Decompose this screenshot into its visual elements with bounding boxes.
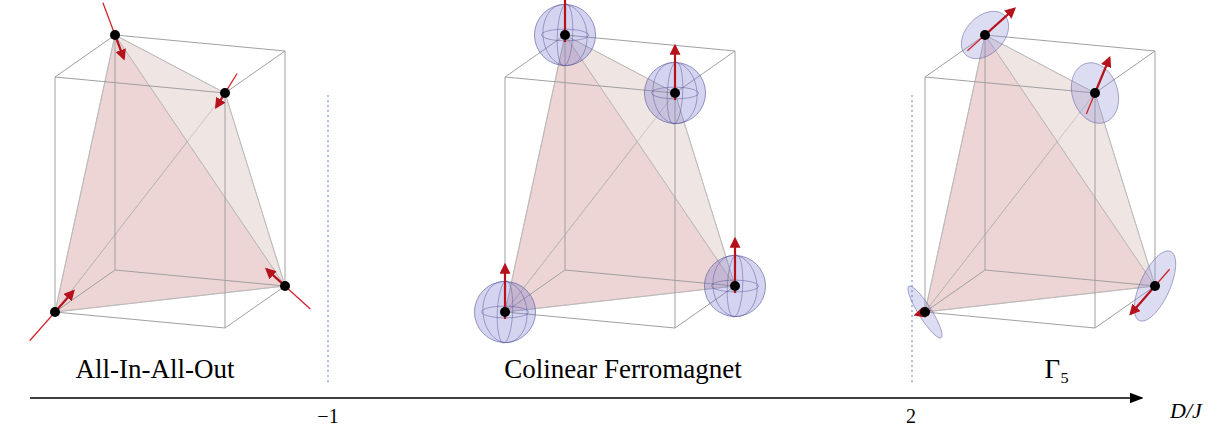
cube-edge	[285, 51, 286, 286]
cube-edge	[1155, 51, 1156, 286]
cube-edge	[985, 35, 1155, 51]
spin-arrow	[1095, 58, 1109, 93]
phase-boundary	[912, 95, 913, 385]
cube-edge	[115, 35, 116, 270]
tetrahedron-face	[505, 35, 735, 312]
easy-plane-disc	[908, 286, 942, 338]
site-dot	[670, 88, 680, 98]
cube-edge	[225, 286, 285, 328]
sphere-meridian	[652, 87, 699, 99]
cube-edge	[925, 77, 1095, 93]
axis-label: D/J	[1170, 399, 1202, 423]
site-dot	[50, 307, 60, 317]
all-in-all-out-figure	[30, 3, 311, 341]
phase-name: Colinear Ferromagnet	[504, 355, 742, 385]
cube-edge	[565, 35, 566, 270]
tick-label: −1	[317, 405, 338, 427]
cube-edge	[225, 93, 226, 328]
tetrahedron-face	[55, 35, 285, 312]
tetrahedron-face	[565, 35, 735, 286]
cube-edge	[55, 312, 225, 328]
cube-edge	[925, 77, 926, 312]
easy-plane-disc	[1071, 63, 1118, 124]
cube-edge	[55, 77, 225, 93]
site-dot	[1090, 88, 1100, 98]
site-dot	[110, 30, 120, 40]
site-dot	[730, 281, 740, 291]
spin-arrow	[985, 9, 1014, 35]
phase-name: Γ₅	[1044, 355, 1069, 385]
cube-edge	[55, 77, 56, 312]
spin-arrow	[1131, 286, 1155, 314]
site-dot	[220, 88, 230, 98]
site-dot	[1150, 281, 1160, 291]
cube-edge	[115, 35, 285, 51]
easy-plane-disc	[961, 11, 1008, 58]
cube-edge	[1095, 93, 1096, 328]
site-dot	[500, 307, 510, 317]
tetrahedron-face	[55, 35, 225, 312]
tetrahedron-face	[985, 35, 1155, 286]
cube-edge	[225, 51, 285, 93]
cube-edge	[55, 270, 115, 312]
tetrahedron-face	[925, 35, 1155, 312]
sphere-meridian	[542, 29, 589, 41]
gamma5-figure	[908, 9, 1176, 338]
tick-label: 2	[906, 405, 916, 427]
cube-edge	[55, 35, 115, 77]
axis-line	[30, 397, 1142, 399]
site-dot	[980, 30, 990, 40]
cube-edge	[925, 312, 1095, 328]
phase-boundary	[328, 95, 329, 385]
site-dot	[920, 307, 930, 317]
tetrahedron-face	[925, 35, 1095, 312]
cube-edge	[985, 270, 1155, 286]
phase-name: All-In-All-Out	[76, 355, 235, 385]
cube-edge	[675, 93, 676, 328]
sphere-meridian	[712, 280, 759, 292]
site-dot	[280, 281, 290, 291]
site-dot	[560, 30, 570, 40]
easy-plane-disc	[1134, 251, 1175, 321]
cube-edge	[985, 35, 986, 270]
cube-edge	[925, 270, 985, 312]
sphere-meridian	[482, 306, 529, 318]
colinear-ferromagnet-figure	[474, 0, 765, 343]
tetrahedron-face	[115, 35, 285, 286]
cube-edge	[115, 270, 285, 286]
